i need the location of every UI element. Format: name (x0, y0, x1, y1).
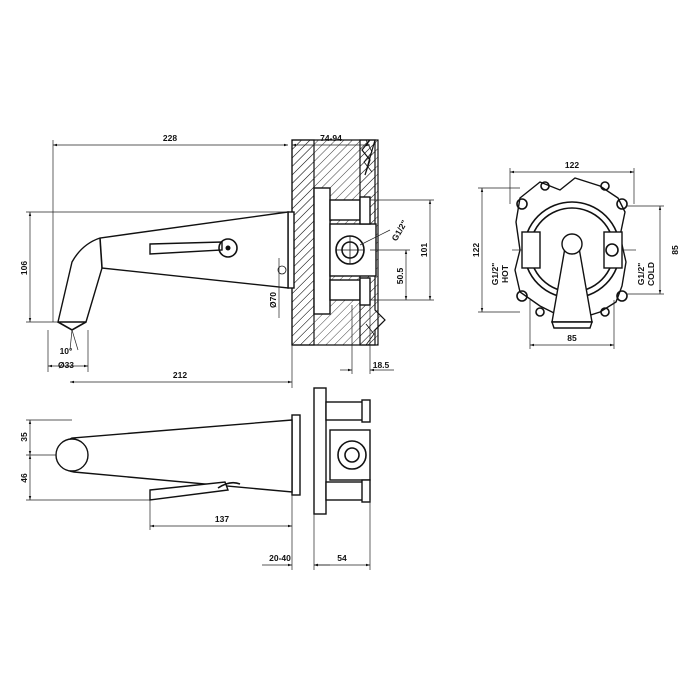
symbol-circle (277, 265, 287, 275)
hole-bottom-right (616, 290, 628, 302)
body-bottom-block (329, 279, 361, 301)
dim-20-40: 20-40 (269, 553, 291, 563)
central-hub (561, 233, 583, 255)
front-view: 228 74-94 106 10° Ø33 212 Ø70 G1/2" (19, 133, 434, 388)
hole-top-right (616, 198, 628, 210)
body-top-block (329, 199, 361, 221)
cold-connection-label: G1/2" (636, 263, 646, 285)
bottom-spout-body (57, 419, 293, 493)
dim-85-right: 85 (670, 245, 680, 255)
dim-46: 46 (19, 473, 29, 483)
bottom-spout-tip (55, 438, 89, 472)
bottom-body-bottom (325, 481, 367, 501)
bottom-body-right-bottom (361, 479, 371, 503)
break-mark-bottom (365, 323, 375, 346)
dim-18-5: 18.5 (373, 360, 390, 370)
dim-122-left: 122 (471, 243, 481, 257)
dim-35: 35 (19, 432, 29, 442)
cold-label: COLD (646, 262, 656, 286)
body-plate (313, 187, 331, 315)
bottom-connection-inner (344, 447, 360, 463)
bottom-view: 35 46 137 20-40 54 (19, 387, 371, 570)
side-block-left (521, 231, 541, 269)
body-right-top (359, 196, 371, 225)
lever-handle (149, 241, 223, 255)
dim-85-bottom: 85 (567, 333, 577, 343)
dim-angle-10: 10° (60, 346, 73, 356)
bottom-lever-curve (217, 481, 241, 489)
bottom-body-plate (313, 387, 327, 515)
hole-bottom-inner-left (535, 307, 545, 317)
body-right-bottom (359, 277, 371, 306)
bottom-rosette (291, 414, 301, 496)
bottom-lever (149, 481, 229, 501)
side-view: 122 122 85 85 G1/2" HOT G1/2" COLD (471, 160, 680, 349)
hot-connection-label: G1/2" (490, 263, 500, 285)
spout-joint (99, 237, 103, 269)
spout-outlet (57, 321, 87, 331)
dim-connection-g12: G1/2" (389, 218, 409, 242)
bottom-body-center (329, 429, 371, 481)
side-knob (605, 243, 619, 257)
stem-base (551, 321, 593, 329)
dim-212: 212 (173, 370, 187, 380)
bottom-body-right-top (361, 399, 371, 423)
dim-106: 106 (19, 261, 29, 275)
bottom-body-top (325, 401, 367, 421)
dim-74-94: 74-94 (320, 133, 342, 143)
hot-label: HOT (500, 264, 510, 283)
hole-top-inner-left (540, 181, 550, 191)
dim-122-top: 122 (565, 160, 579, 170)
dim-diameter-33: Ø33 (58, 360, 74, 370)
dim-137: 137 (215, 514, 229, 524)
spout-body (57, 211, 289, 323)
dim-54: 54 (337, 553, 347, 563)
dim-101: 101 (419, 243, 429, 257)
hole-bottom-inner-right (600, 307, 610, 317)
dim-50-5: 50.5 (395, 267, 405, 284)
lever-hub (218, 238, 238, 258)
dim-diameter-70: Ø70 (268, 292, 278, 308)
hole-top-inner-right (600, 181, 610, 191)
hole-bottom-left (516, 290, 528, 302)
hole-top-left (516, 198, 528, 210)
wall-left-strip (291, 139, 315, 346)
dim-228: 228 (163, 133, 177, 143)
bottom-connection-outer (337, 440, 367, 470)
rosette-plate (287, 211, 295, 289)
